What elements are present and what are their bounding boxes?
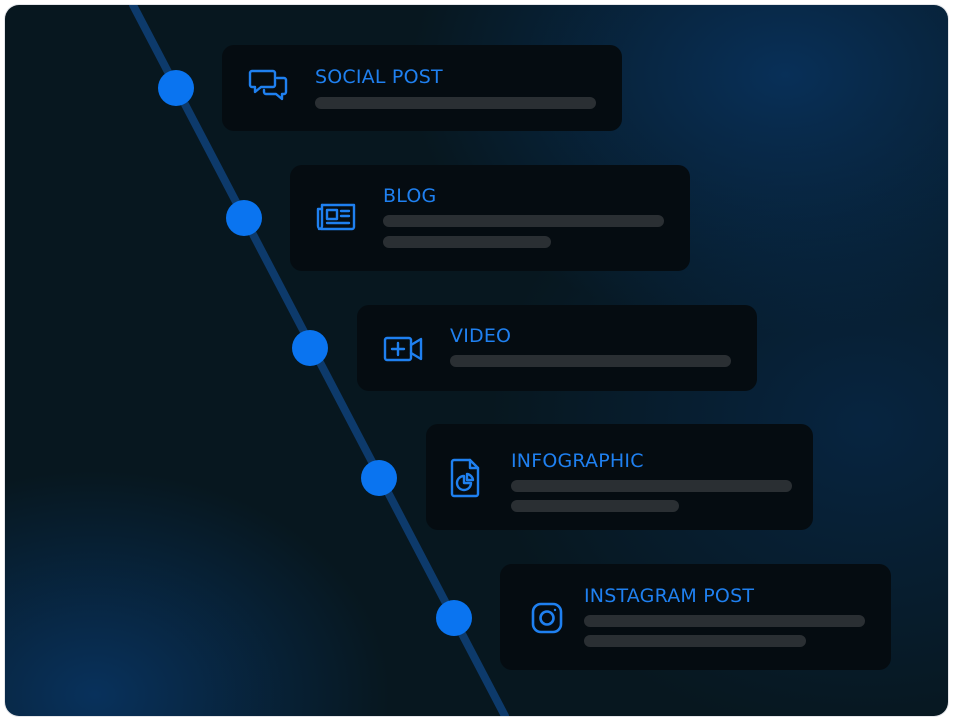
timeline-node-instagram-post[interactable]	[436, 600, 472, 636]
placeholder-line	[584, 615, 865, 627]
instagram-icon	[525, 596, 569, 640]
placeholder-line	[315, 97, 596, 109]
newspaper-icon	[314, 195, 358, 239]
card-title: VIDEO	[450, 325, 512, 347]
card-blog[interactable]: BLOG	[290, 165, 690, 271]
card-instagram-post[interactable]: INSTAGRAM POST	[500, 564, 891, 670]
placeholder-line	[511, 480, 792, 492]
card-infographic[interactable]: INFOGRAPHIC	[426, 424, 813, 530]
placeholder-line	[383, 215, 664, 227]
card-title: INSTAGRAM POST	[584, 585, 755, 607]
timeline-node-social-post[interactable]	[158, 70, 194, 106]
card-title: BLOG	[383, 185, 437, 207]
card-social-post[interactable]: SOCIAL POST	[222, 45, 622, 131]
video-camera-icon	[381, 327, 425, 371]
placeholder-line	[584, 635, 806, 647]
document-chart-icon	[444, 456, 488, 500]
timeline-node-video[interactable]	[292, 330, 328, 366]
placeholder-line	[450, 355, 731, 367]
timeline-node-infographic[interactable]	[361, 460, 397, 496]
content-timeline-panel: SOCIAL POST BLOG VI	[5, 5, 948, 716]
timeline	[129, 5, 509, 716]
card-title: SOCIAL POST	[315, 66, 443, 88]
card-video[interactable]: VIDEO	[357, 305, 757, 391]
card-title: INFOGRAPHIC	[511, 450, 644, 472]
chat-bubbles-icon	[246, 65, 290, 109]
placeholder-line	[383, 236, 551, 248]
placeholder-line	[511, 500, 679, 512]
timeline-node-blog[interactable]	[226, 200, 262, 236]
